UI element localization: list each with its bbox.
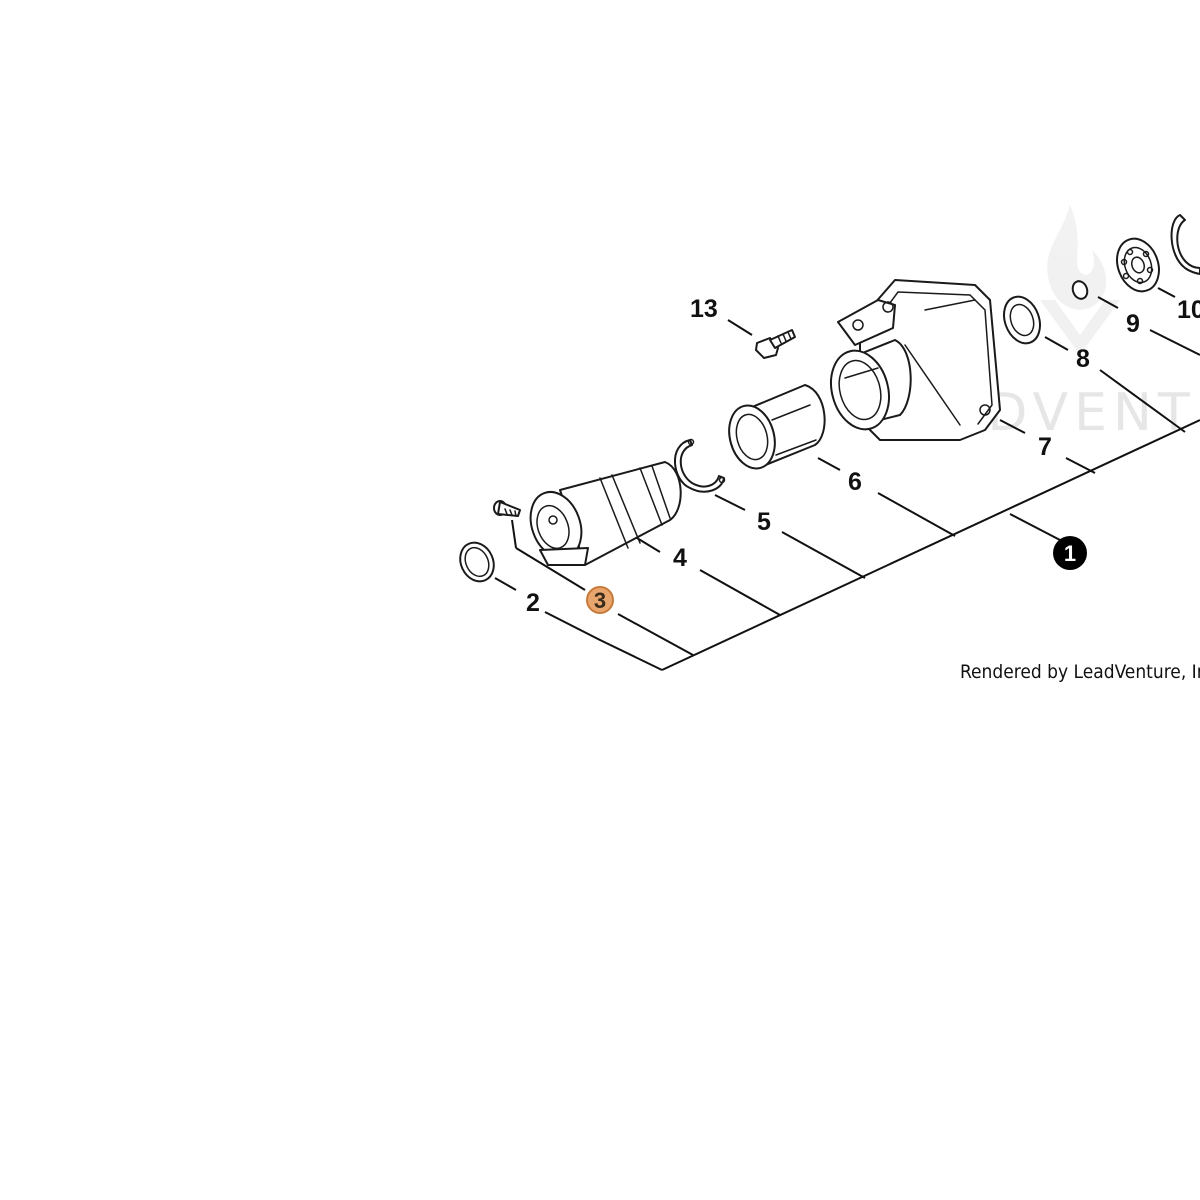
callout-13[interactable]: 13 xyxy=(690,295,718,323)
callout-5[interactable]: 5 xyxy=(757,508,771,536)
part-8-seal xyxy=(1003,295,1041,345)
watermark-flame-icon xyxy=(1040,205,1120,355)
callout-3-highlighted[interactable]: 3 xyxy=(586,586,614,614)
part-4-sleeve xyxy=(529,461,682,566)
part-2-o-ring xyxy=(459,541,495,583)
callout-2[interactable]: 2 xyxy=(526,589,540,617)
part-6-bushing xyxy=(728,384,826,470)
part-13-bolt xyxy=(755,329,796,359)
part-3-screw xyxy=(493,500,521,517)
render-credit: Rendered by LeadVenture, Inc xyxy=(960,661,1200,683)
callout-6[interactable]: 6 xyxy=(848,468,862,496)
svg-text:1: 1 xyxy=(1064,541,1076,566)
callout-8[interactable]: 8 xyxy=(1076,345,1090,373)
part-10-bearing xyxy=(1116,237,1160,293)
callout-9[interactable]: 9 xyxy=(1126,310,1140,338)
part-9-snap-ring xyxy=(1071,280,1089,300)
assembly-callout-1[interactable]: 1 xyxy=(1053,536,1087,570)
assembly-bracket xyxy=(544,329,1200,671)
callout-10[interactable]: 10 xyxy=(1177,296,1200,324)
part-leaders xyxy=(494,287,1176,591)
part-11-circlip-partial xyxy=(1170,214,1200,275)
callout-4[interactable]: 4 xyxy=(673,544,687,572)
callout-7[interactable]: 7 xyxy=(1038,433,1052,461)
part-5-circlip xyxy=(674,438,726,493)
svg-text:3: 3 xyxy=(594,588,606,613)
part-7-gear-housing xyxy=(830,279,1001,441)
